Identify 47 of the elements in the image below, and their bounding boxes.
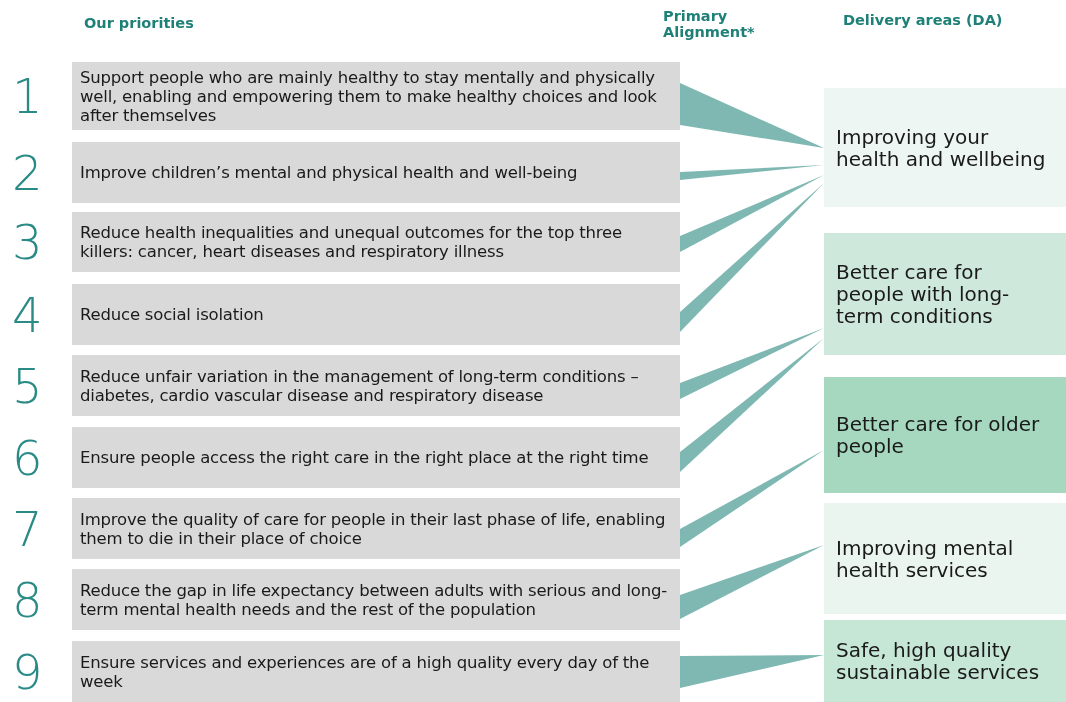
priority-box (72, 569, 680, 630)
priority-box (72, 355, 680, 416)
priority-number: 7 (12, 504, 43, 553)
wedge-connector (680, 655, 824, 688)
priority-number: 6 (12, 433, 43, 482)
priority-text: Reduce social isolation (80, 305, 264, 324)
priority-box (72, 498, 680, 559)
priority-text: Improve the quality of care for people in their last phase of life, enabling them to die in their place of choice (80, 509, 667, 548)
priority-number: 8 (12, 575, 43, 624)
wedge-connector (680, 83, 824, 148)
priority-box (72, 62, 680, 130)
delivery-area-box (824, 377, 1066, 493)
priority-box (72, 142, 680, 203)
priority-box (72, 427, 680, 488)
delivery-area-text: Better care for older people (836, 413, 1041, 457)
delivery-area-box (824, 620, 1066, 702)
delivery-area-text: Safe, high quality sustainable services (836, 639, 1041, 683)
priority-text: Improve children’s mental and physical health and well-being (80, 163, 578, 182)
column-heading: Delivery areas (DA) (843, 12, 1004, 28)
delivery-area-box (824, 233, 1066, 355)
wedge-connector (680, 183, 824, 332)
priority-box (72, 284, 680, 345)
priority-number: 1 (12, 72, 43, 120)
priority-number: 3 (12, 218, 43, 266)
priority-number: 5 (12, 361, 43, 410)
wedge-connector (680, 545, 824, 619)
delivery-area-box (824, 88, 1066, 207)
priority-number: 2 (12, 148, 43, 197)
delivery-area-text: Improving mental health services (836, 536, 1015, 581)
priority-box (72, 212, 680, 272)
wedge-connector (680, 450, 824, 547)
priority-text: Ensure services and experiences are of a high quality every day of the week (80, 652, 651, 691)
delivery-area-text: Better care for people with long-term conditions (836, 261, 1011, 327)
priority-text: Reduce health inequalities and unequal outcomes for the top three killers: cancer, heart diseases and respiratory illness (80, 223, 623, 261)
delivery-area-text: Improving your health and wellbeing (836, 125, 1047, 170)
priority-text: Reduce the gap in life expectancy between adults with serious and long-term mental health needs and the rest of the population (80, 580, 668, 619)
priority-number: 9 (12, 647, 43, 696)
priority-text: Reduce unfair variation in the management of long-term conditions – diabetes, cardio vascular disease and respiratory disease (80, 366, 640, 405)
wedge-connector (680, 175, 824, 252)
delivery-area-box (824, 503, 1066, 614)
priority-text: Support people who are mainly healthy to stay mentally and physically well, enabling and empowering them to make healthy choices and look after themselves (80, 67, 658, 125)
column-heading: Primary Alignment* (663, 8, 756, 40)
priority-number: 4 (12, 290, 43, 339)
wedge-connector (680, 328, 824, 399)
priority-box (72, 641, 680, 702)
priority-text: Ensure people access the right care in the right place at the right time (80, 448, 649, 467)
column-heading: Our priorities (84, 15, 195, 31)
